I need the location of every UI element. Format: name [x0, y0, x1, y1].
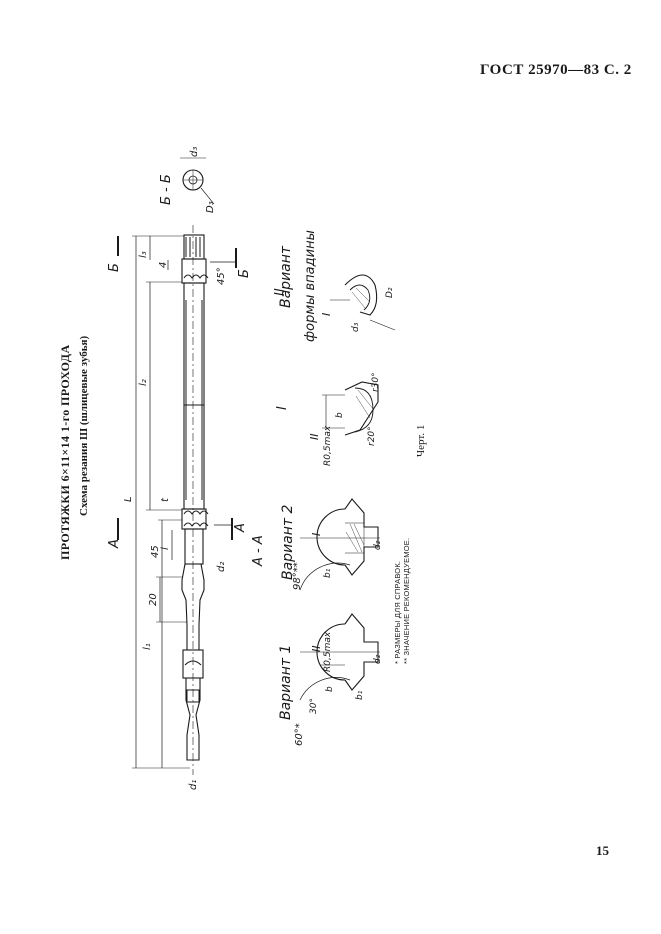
label-d2: d₂: [216, 562, 227, 572]
variant1-title: Вариант 1: [278, 645, 294, 720]
marker-a-right: А: [233, 523, 248, 533]
label-98deg: 98°**: [292, 562, 303, 590]
label-b-d1: b: [335, 412, 345, 418]
broach-body: [181, 234, 209, 761]
label-b-v1: b: [325, 686, 335, 692]
label-l: l: [160, 547, 171, 550]
section-bb-title: Б - Б: [159, 174, 174, 205]
section-bb-view: [180, 157, 215, 205]
label-d3-groove: d₃: [351, 322, 361, 332]
label-d2-v2: d₂: [373, 540, 383, 550]
label-R05-v1: R0,5max: [323, 631, 333, 672]
marker-b-right: Б: [237, 269, 252, 278]
label-D3: D₃: [205, 201, 216, 213]
label-d3: d₃: [189, 147, 200, 157]
label-4: 4: [158, 262, 169, 268]
section-aa-title: А - А: [251, 535, 266, 567]
label-45deg: 45°: [216, 267, 227, 285]
variant2-title: Вариант 2: [280, 504, 296, 580]
marker-a-left: А: [107, 539, 122, 549]
label-l3: l₃: [138, 251, 149, 258]
label-l2: l₂: [138, 379, 149, 386]
detail-2-label-v1: II: [310, 646, 323, 653]
variant1-profile: [299, 613, 380, 701]
label-d2-v1: d₂: [373, 654, 383, 664]
detail-1-label-a: I: [310, 533, 323, 536]
label-D2-groove: D₂: [385, 287, 395, 298]
page-header: ГОСТ 25970—83 С. 2: [480, 62, 632, 78]
detail-1-label-groove: I: [320, 313, 333, 316]
label-R05-d: R0,5max: [323, 425, 333, 466]
variant2-profile: [299, 498, 380, 591]
label-r20: r20°: [367, 426, 377, 446]
detail-2-groove-view: [330, 274, 396, 331]
detail-1-label-top: I: [275, 406, 290, 410]
label-45: 45: [150, 545, 161, 558]
variant-groove-title: Вариант: [278, 245, 294, 308]
label-30deg: 30°: [309, 698, 319, 714]
label-d1: d₁: [188, 780, 199, 790]
label-b1-v1: b₁: [355, 690, 365, 700]
label-20: 20: [148, 593, 159, 606]
label-l1: l₁: [142, 643, 153, 650]
label-b1-v2: b₁: [323, 568, 333, 578]
detail-2-label-groove: II: [273, 288, 288, 296]
marker-b-left: Б: [107, 263, 122, 272]
detail-1-view: [322, 381, 379, 436]
label-t: t: [160, 497, 171, 502]
groove-shape-title: формы впадины: [303, 230, 318, 342]
label-L: L: [123, 496, 134, 502]
detail-2-label-d1: II: [308, 434, 321, 441]
label-60deg: 60°*: [294, 723, 305, 746]
label-r30: r30°: [371, 372, 381, 392]
page-number: 15: [596, 843, 609, 858]
